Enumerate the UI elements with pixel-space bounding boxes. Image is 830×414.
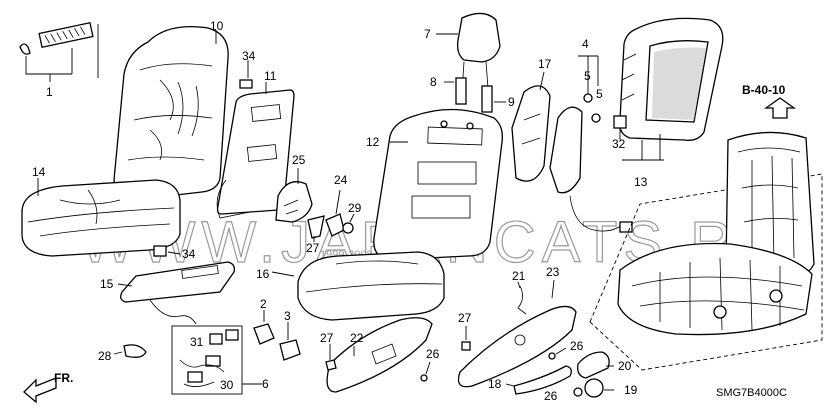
- callout-30: 30: [220, 378, 234, 392]
- callout-labels: 1 2 3 4 5 5 6 7 8 9 10 11 12 13 14 15 16…: [32, 19, 648, 403]
- part-20-knob: [577, 351, 614, 379]
- callout-27c: 27: [458, 311, 472, 325]
- callout-9: 9: [508, 95, 515, 109]
- callout-12: 12: [366, 135, 380, 149]
- seat-frame-assembly: [589, 131, 823, 371]
- callout-23: 23: [546, 265, 560, 279]
- callout-31: 31: [190, 335, 204, 349]
- callout-26b: 26: [570, 339, 584, 353]
- callout-32: 32: [612, 137, 626, 151]
- callout-1: 1: [46, 85, 53, 99]
- callout-8: 8: [430, 75, 437, 89]
- callout-29: 29: [348, 201, 362, 215]
- callout-24: 24: [334, 173, 348, 187]
- callout-6: 6: [262, 377, 269, 391]
- callout-16: 16: [256, 267, 270, 281]
- part-34-clip-upper: [239, 60, 253, 89]
- part-27-clip-low: [325, 344, 337, 371]
- callout-14: 14: [32, 165, 46, 179]
- part-9-guide: [481, 85, 506, 113]
- callout-19: 19: [624, 383, 638, 397]
- callout-3: 3: [284, 309, 291, 323]
- callout-25: 25: [292, 153, 306, 167]
- part-8-guide: [444, 77, 467, 105]
- front-arrow: FR.: [23, 371, 73, 404]
- part-32-bushing: [613, 115, 627, 140]
- part-26-screw-far: [573, 387, 583, 397]
- callout-18: 18: [488, 377, 502, 391]
- callout-2: 2: [260, 297, 267, 311]
- part-27-clip-mid: [307, 215, 325, 242]
- part-2-switch: [253, 310, 275, 345]
- callout-20: 20: [618, 359, 632, 373]
- part-4-5-bolts: [578, 55, 601, 123]
- part-16-cushion: [271, 251, 445, 321]
- callout-4: 4: [582, 37, 589, 51]
- callout-7: 7: [424, 27, 431, 41]
- part-26-screw-right: [548, 347, 567, 360]
- part-14-cushion-cover: [21, 178, 181, 257]
- callout-5b: 5: [596, 87, 603, 101]
- part-side-airbag: [549, 106, 633, 233]
- part-15-panel: [117, 261, 236, 325]
- callout-11: 11: [264, 69, 277, 83]
- callout-26a: 26: [426, 347, 440, 361]
- callout-34b: 34: [182, 247, 196, 261]
- part-27-clip-right: [461, 326, 471, 351]
- callout-22: 22: [350, 331, 364, 345]
- part-10-seatback-cover: [113, 25, 229, 201]
- part-23-side-trim: [457, 279, 577, 388]
- front-arrow-label: FR.: [54, 371, 73, 385]
- part-17-side-frame: [511, 71, 551, 182]
- part-1-clip-strip: [19, 21, 99, 82]
- callout-5a: 5: [584, 69, 591, 83]
- callout-34a: 34: [242, 49, 256, 63]
- part-7-headrest: [436, 12, 501, 93]
- part-34-clip-lower: [153, 245, 181, 257]
- part-18-lever: [505, 365, 572, 395]
- diagram-code: SMG7B4000C: [716, 387, 787, 399]
- callout-13: 13: [634, 175, 648, 189]
- part-30-31-harness: [171, 325, 262, 395]
- callout-28: 28: [98, 349, 112, 363]
- callout-27b: 27: [320, 331, 334, 345]
- reference-arrow: [763, 97, 797, 119]
- part-21-cable: [517, 281, 527, 315]
- part-13-back-frame: [619, 17, 724, 161]
- callout-10: 10: [210, 19, 224, 33]
- callout-15: 15: [100, 277, 114, 291]
- part-19-knob: [584, 378, 614, 398]
- part-3-switch: [279, 322, 301, 361]
- callout-26c: 26: [544, 389, 558, 403]
- part-26-screw-low: [420, 361, 431, 382]
- callout-21: 21: [512, 269, 526, 283]
- part-29-clip: [342, 213, 355, 234]
- part-22-side-cover: [326, 317, 433, 393]
- callout-27a: 27: [306, 241, 320, 255]
- callout-17: 17: [538, 57, 552, 71]
- part-12-seatback-cover: [373, 108, 503, 261]
- reference-label: B-40-10: [742, 83, 786, 97]
- part-28-connector: [113, 344, 147, 358]
- part-25-bracket: [275, 168, 313, 223]
